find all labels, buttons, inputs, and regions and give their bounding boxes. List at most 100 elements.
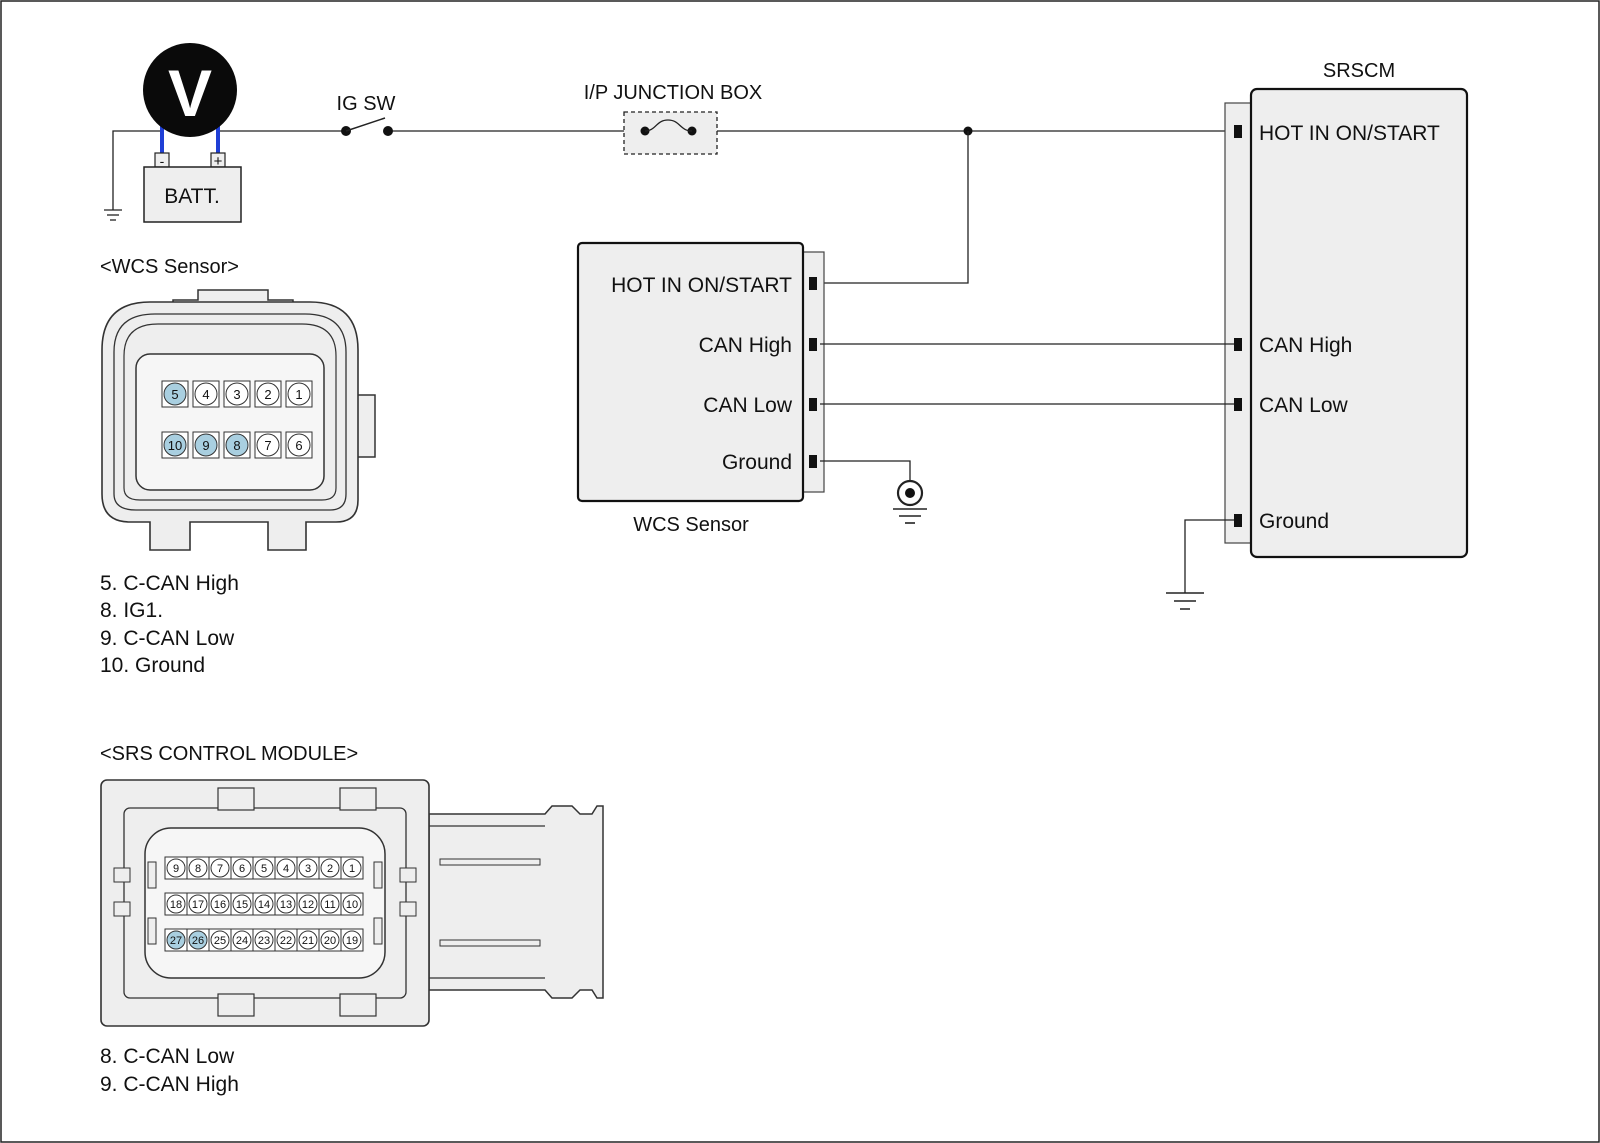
wcs-pin-note: 8. IG1. <box>100 599 163 622</box>
ig-switch-blade <box>345 117 386 132</box>
pin-socket <box>342 930 362 950</box>
pin-socket <box>166 858 186 878</box>
power-circuit: V - + BATT. IG SW I/P JUNCTION BOX <box>104 43 1237 284</box>
connector-side-rib <box>399 901 417 917</box>
pin-number: 13 <box>280 899 292 911</box>
pin-socket <box>256 433 280 457</box>
pin-number: 25 <box>214 935 226 947</box>
pin-socket <box>298 930 318 950</box>
pin-number: 3 <box>233 387 240 402</box>
wcs-module: HOT IN ON/START CAN High CAN Low Ground … <box>576 241 1234 536</box>
connector-pin: 14 <box>252 892 276 916</box>
housing-rib <box>439 858 541 866</box>
pin-socket <box>320 894 340 914</box>
pin-number: 18 <box>170 899 182 911</box>
srscm-pin-can-low: CAN Low <box>1259 394 1349 417</box>
connector-pin: 8 <box>223 431 251 459</box>
pin-socket <box>298 858 318 878</box>
pin-number: 21 <box>302 935 314 947</box>
pin-number: 9 <box>173 863 179 875</box>
pin-number: 11 <box>324 899 335 911</box>
junction-box: I/P JUNCTION BOX <box>584 82 763 155</box>
connector-latch <box>217 787 255 811</box>
connector-pin: 3 <box>296 856 320 880</box>
connector-pin: 4 <box>192 380 220 408</box>
connector-pin: 7 <box>208 856 232 880</box>
pin-number: 15 <box>236 899 248 911</box>
pin-socket <box>232 858 252 878</box>
pin-number: 2 <box>327 863 333 875</box>
srscm-connector-strip <box>1224 102 1254 544</box>
wcs-pin-terminal <box>809 338 817 351</box>
srs-pin-note: 8. C-CAN Low <box>100 1045 235 1068</box>
pin-socket <box>298 894 318 914</box>
connector-pin: 9 <box>164 856 188 880</box>
pin-number: 12 <box>302 899 314 911</box>
wcs-pin-terminal <box>809 277 817 290</box>
connector-pin: 25 <box>208 928 232 952</box>
srscm-pin-hot: HOT IN ON/START <box>1259 122 1440 145</box>
wcs-pin-terminal <box>809 455 817 468</box>
pin-socket <box>287 382 311 406</box>
pin-number: 17 <box>192 899 204 911</box>
wcs-pin-ground: Ground <box>722 451 792 474</box>
wcs-pin-hot: HOT IN ON/START <box>611 274 792 297</box>
junction-box-label: I/P JUNCTION BOX <box>584 82 763 104</box>
pin-number: 6 <box>239 863 245 875</box>
srscm-pin-terminal <box>1234 514 1242 527</box>
connector-pin: 6 <box>230 856 254 880</box>
connector-key-slot <box>373 861 383 889</box>
connector-pin: 18 <box>164 892 188 916</box>
ig-switch-label: IG SW <box>337 93 396 115</box>
srscm-pin-terminal <box>1234 125 1242 138</box>
voltmeter-symbol <box>143 43 237 137</box>
battery: V - + BATT. <box>143 43 242 223</box>
pin-socket <box>320 858 340 878</box>
pin-socket <box>194 433 218 457</box>
pin-socket <box>254 894 274 914</box>
connector-pin: 2 <box>254 380 282 408</box>
connector-pin: 3 <box>223 380 251 408</box>
srs-pin-note: 9. C-CAN High <box>100 1073 239 1096</box>
wcs-connector-face <box>135 353 325 491</box>
pin-socket <box>225 433 249 457</box>
connector-side-rib <box>113 867 131 883</box>
srscm-title: SRSCM <box>1323 60 1395 82</box>
junction-box-outline <box>623 111 718 155</box>
pin-socket <box>166 930 186 950</box>
pin-socket <box>287 433 311 457</box>
wcs-caption: WCS Sensor <box>633 514 749 536</box>
pin-socket <box>232 930 252 950</box>
voltmeter-label: V <box>168 56 212 130</box>
connector-pin: 9 <box>192 431 220 459</box>
pin-socket <box>210 930 230 950</box>
pin-socket <box>342 858 362 878</box>
connector-pin: 1 <box>340 856 364 880</box>
pin-number: 8 <box>233 438 240 453</box>
connector-pin: 13 <box>274 892 298 916</box>
housing-inner-rim <box>123 323 337 501</box>
pin-number: 3 <box>305 863 311 875</box>
connector-pin: 10 <box>340 892 364 916</box>
battery-ground-wire <box>112 130 162 210</box>
srscm-pin-ground: Ground <box>1259 510 1329 533</box>
connector-pin: 16 <box>208 892 232 916</box>
housing-inner-rim <box>113 313 347 511</box>
wcs-chassis-ground-symbol <box>893 479 927 524</box>
pin-number: 4 <box>202 387 209 402</box>
srs-connector-title: <SRS CONTROL MODULE> <box>100 743 358 765</box>
connector-pin: 11 <box>318 892 342 916</box>
connector-pin: 8 <box>186 856 210 880</box>
pin-socket <box>276 894 296 914</box>
pin-number: 7 <box>217 863 223 875</box>
pin-number: 2 <box>264 387 271 402</box>
pin-socket <box>194 382 218 406</box>
srscm-pin-terminal <box>1234 338 1242 351</box>
housing-rib <box>439 939 541 947</box>
wcs-pin-note: 10. Ground <box>100 654 205 677</box>
connector-pin: 7 <box>254 431 282 459</box>
ignition-switch: IG SW <box>337 93 396 136</box>
